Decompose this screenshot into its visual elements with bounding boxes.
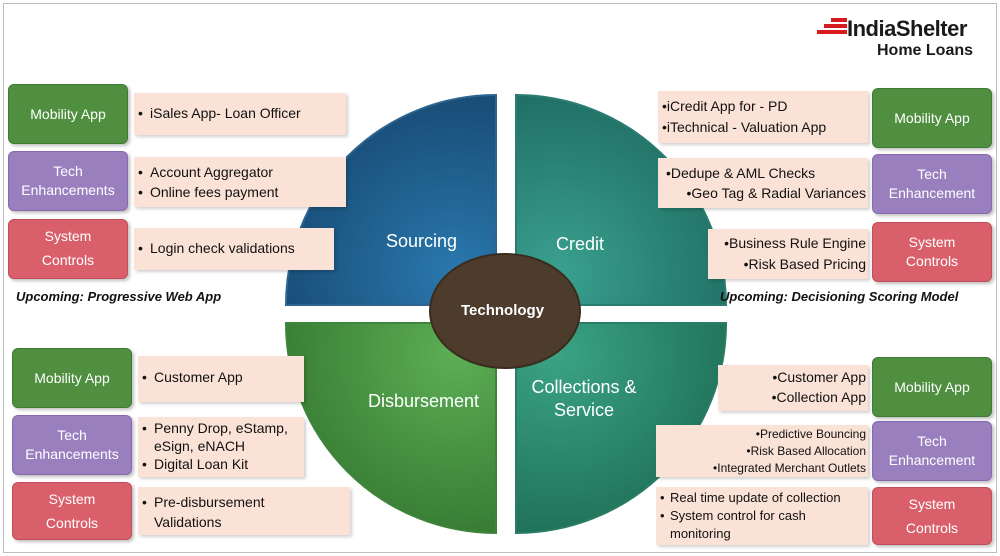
logo-subtitle: Home Loans [877,42,974,59]
list-item: Login check validations [138,240,334,256]
box-label: Enhancements [21,182,115,198]
list-item: Penny Drop, eStamp, eSign, eNACH [142,419,304,455]
list-item: Risk Based Pricing [708,254,867,275]
box-label: Controls [905,253,959,269]
list-item: Predictive Bouncing [656,426,866,443]
credit-label: Credit [556,234,605,254]
sourcing-tech-panel: Account Aggregator Online fees payment [134,157,346,207]
collections-mobility-app-box: Mobility App [872,357,992,417]
list-item: iSales App- Loan Officer [138,105,346,121]
technology-label: Technology [461,302,545,319]
box-label: Tech [57,427,87,444]
collections-label: Collections & Service [528,376,640,421]
list-item-line: eSign, eNACH [154,438,246,454]
disbursement-label: Disbursement [368,391,480,411]
collections-mobility-panel: Customer App Collection App [718,365,868,411]
list-item: Pre-disbursement Validations [142,492,350,532]
box-label: System [908,495,956,512]
list-item: Digital Loan Kit [142,455,304,473]
collections-label-line1: Collections & [531,377,637,397]
list-item-line: Penny Drop, eStamp, [154,420,288,436]
credit-upcoming-note: Upcoming: Decisioning Scoring Model [720,289,959,304]
box-label: Enhancement [888,185,976,201]
list-item: iTechnical - Valuation App [662,117,844,138]
disbursement-system-panel: Pre-disbursement Validations [138,487,350,535]
list-item-line: Pre-disbursement [154,494,265,510]
box-label: Tech [917,433,947,450]
credit-tech-panel: Dedupe & AML Checks Geo Tag & Radial Var… [658,158,868,208]
box-label: System [48,490,96,507]
list-item: Integrated Merchant Outlets [656,460,866,477]
list-item: Geo Tag & Radial Variances [658,183,866,203]
list-item: Online fees payment [138,182,346,202]
disbursement-mobility-panel: Customer App [138,356,304,402]
sourcing-mobility-panel: iSales App- Loan Officer [134,93,346,135]
logo-brand: IndiaShelter [847,16,967,41]
box-label: Tech [917,166,947,183]
credit-mobility-app-box: Mobility App [872,88,992,148]
box-label: Enhancements [25,446,119,462]
collections-system-panel: •Real time update of collection •System … [656,487,868,545]
credit-system-panel: Business Rule Engine Risk Based Pricing [708,229,868,279]
credit-mobility-panel: iCredit App for - PD iTechnical - Valuat… [658,91,868,143]
list-item: Collection App [718,387,866,407]
box-label: System [44,228,92,245]
list-item-text: Real time update of collection [670,490,841,505]
logo-bars-icon [817,18,851,38]
list-item: Business Rule Engine [708,233,866,254]
list-item-line: monitoring [670,526,731,541]
box-label: Controls [45,515,99,531]
list-item: iCredit App for - PD [662,96,844,117]
list-item-line: Validations [154,514,222,530]
sourcing-label: Sourcing [386,231,458,251]
box-label: System [908,234,956,251]
list-item: •Real time update of collection [660,490,841,505]
box-label: Tech [53,163,83,180]
list-item: Customer App [718,367,866,387]
sourcing-system-panel: Login check validations [134,228,334,270]
box-label: Controls [905,520,959,536]
collections-label-line2: Service [553,399,615,420]
list-item: Risk Based Allocation [656,443,866,460]
list-item: Account Aggregator [138,162,346,182]
list-item-line: System control for cash [670,508,806,523]
disbursement-tech-panel: Penny Drop, eStamp, eSign, eNACH Digital… [138,417,304,477]
box-label: Enhancement [888,452,976,468]
box-label: Controls [41,252,95,268]
disbursement-mobility-app-box: Mobility App [12,348,132,408]
list-item: Dedupe & AML Checks [658,163,866,183]
technology-hub [429,253,581,369]
sourcing-upcoming-note: Upcoming: Progressive Web App [16,289,222,304]
india-shelter-logo: IndiaShelter Home Loans [817,14,985,62]
list-item: Customer App [142,369,304,385]
sourcing-mobility-app-box: Mobility App [8,84,128,144]
collections-tech-panel: Predictive Bouncing Risk Based Allocatio… [656,425,868,477]
